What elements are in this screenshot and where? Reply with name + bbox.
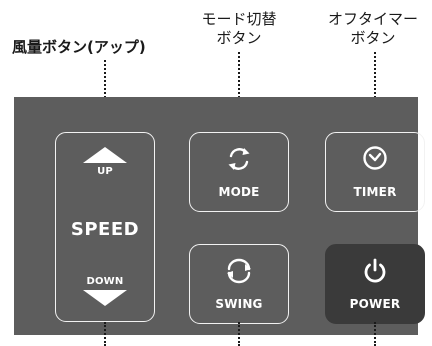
speed-button[interactable]: UP SPEED DOWN — [55, 132, 155, 322]
leader-swing — [238, 322, 240, 346]
leader-speed-down — [104, 322, 106, 346]
speed-up-arrow-icon[interactable] — [83, 147, 127, 163]
callout-speed-up: 風量ボタン(アップ) — [12, 38, 192, 57]
leader-mode — [238, 52, 240, 134]
mode-rotate-icon — [228, 148, 250, 170]
leader-power — [374, 322, 376, 346]
swing-icon — [227, 258, 251, 284]
speed-up-label[interactable]: UP — [97, 166, 113, 177]
control-panel: UP SPEED DOWN MODE TIMER SWING — [14, 97, 425, 335]
speed-down-arrow-icon[interactable] — [83, 290, 127, 306]
speed-down-label[interactable]: DOWN — [86, 276, 124, 287]
callout-timer: オフタイマー ボタン — [316, 10, 430, 48]
power-icon — [364, 258, 386, 283]
power-button[interactable]: POWER — [325, 244, 425, 324]
leader-timer — [374, 52, 376, 134]
callout-timer-line2: ボタン — [350, 29, 396, 47]
callout-mode: モード切替 ボタン — [182, 10, 296, 48]
callout-mode-line1: モード切替 — [201, 10, 277, 28]
callout-speed-up-text: 風量ボタン(アップ) — [12, 38, 146, 56]
callout-mode-line2: ボタン — [216, 29, 262, 47]
mode-label: MODE — [218, 185, 260, 199]
power-label: POWER — [349, 297, 401, 311]
mode-button[interactable]: MODE — [189, 132, 289, 212]
swing-button[interactable]: SWING — [189, 244, 289, 324]
timer-button[interactable]: TIMER — [325, 132, 425, 212]
timer-label: TIMER — [353, 185, 397, 199]
speed-label: SPEED — [70, 219, 140, 240]
swing-label: SWING — [215, 297, 263, 311]
clock-icon — [363, 146, 387, 170]
callout-timer-line1: オフタイマー — [327, 10, 418, 28]
